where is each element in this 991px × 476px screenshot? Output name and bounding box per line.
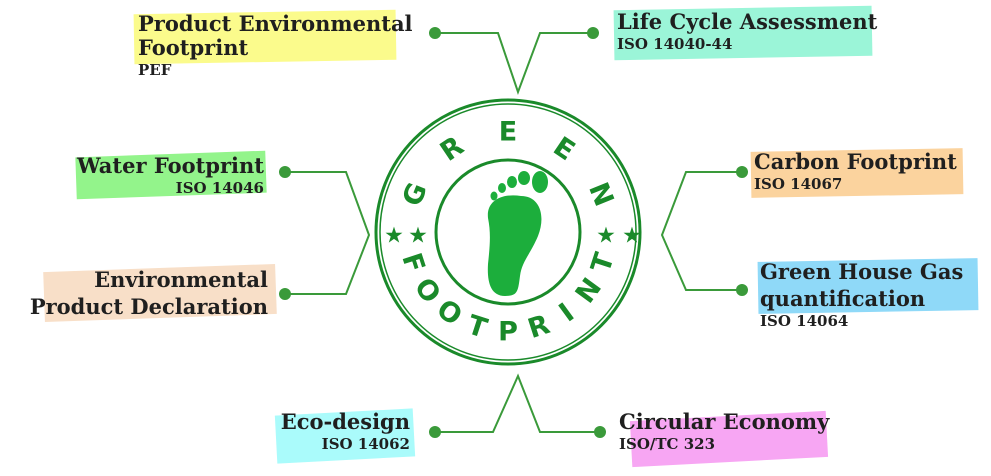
connector-line-4 bbox=[435, 373, 600, 433]
connector-dot-8 bbox=[594, 426, 606, 438]
toe-4 bbox=[498, 183, 506, 193]
star-icon-4: ★ bbox=[622, 224, 642, 249]
toe-3 bbox=[507, 176, 517, 188]
water-subtitle: ISO 14046 bbox=[175, 179, 264, 197]
footprint-icon bbox=[487, 171, 548, 296]
epd-title-line-1: Environmental bbox=[94, 267, 268, 292]
pef-title-line-1: Product Environmental bbox=[138, 11, 413, 36]
emblem-inner-ring bbox=[379, 103, 637, 361]
green-letter-3: E bbox=[499, 117, 517, 148]
label-eco: Eco-design ISO 14062 bbox=[272, 408, 416, 464]
connector-lines bbox=[285, 32, 742, 433]
connector-dot-3 bbox=[279, 166, 291, 178]
connector-dot-1 bbox=[429, 27, 441, 39]
star-icon-1: ★ bbox=[384, 224, 404, 249]
ghg-title-line-1: Green House Gas bbox=[760, 259, 964, 284]
ghg-subtitle: ISO 14064 bbox=[760, 312, 849, 330]
circ-subtitle: ISO/TC 323 bbox=[619, 435, 716, 453]
ghg-title-line-2: quantification bbox=[760, 286, 926, 311]
foot-sole bbox=[487, 195, 542, 296]
label-water: Water Footprint ISO 14046 bbox=[70, 150, 267, 200]
carbon-subtitle: ISO 14067 bbox=[754, 175, 843, 193]
connector-line-2 bbox=[285, 171, 371, 295]
star-icon-3: ★ bbox=[596, 224, 616, 249]
label-ghg: Green House Gas quantification ISO 14064 bbox=[757, 258, 979, 330]
connector-line-3 bbox=[660, 171, 742, 291]
emblem-center-ring bbox=[434, 158, 582, 306]
lca-subtitle: ISO 14040-44 bbox=[617, 35, 733, 53]
toe-5 bbox=[490, 191, 498, 201]
water-title: Water Footprint bbox=[77, 153, 264, 178]
emblem-stars: ★★★★ bbox=[384, 224, 642, 249]
label-carbon: Carbon Footprint ISO 14067 bbox=[750, 148, 964, 198]
pef-subtitle: PEF bbox=[138, 61, 172, 79]
toe-2 bbox=[518, 171, 530, 185]
label-pef: Product Environmental Footprint PEF bbox=[133, 9, 413, 79]
connector-dot-7 bbox=[429, 426, 441, 438]
circ-title: Circular Economy bbox=[619, 409, 830, 434]
connector-dot-6 bbox=[736, 284, 748, 296]
footprint-letter-5: P bbox=[498, 317, 518, 348]
star-icon-2: ★ bbox=[408, 224, 428, 249]
big-toe bbox=[532, 171, 548, 193]
label-epd: Environmental Product Declaration bbox=[28, 263, 277, 323]
eco-title: Eco-design bbox=[280, 409, 410, 434]
pef-title-line-2: Footprint bbox=[138, 35, 249, 60]
eco-subtitle: ISO 14062 bbox=[321, 435, 410, 453]
connector-line-1 bbox=[435, 32, 593, 95]
connector-dots bbox=[279, 27, 748, 438]
label-lca: Life Cycle Assessment ISO 14040-44 bbox=[613, 5, 878, 61]
connector-dot-2 bbox=[587, 27, 599, 39]
connector-dot-5 bbox=[736, 166, 748, 178]
carbon-title: Carbon Footprint bbox=[754, 149, 957, 174]
connector-dot-4 bbox=[279, 288, 291, 300]
label-circ: Circular Economy ISO/TC 323 bbox=[619, 408, 830, 468]
epd-title-line-2: Product Declaration bbox=[29, 294, 268, 319]
lca-title: Life Cycle Assessment bbox=[617, 9, 878, 34]
